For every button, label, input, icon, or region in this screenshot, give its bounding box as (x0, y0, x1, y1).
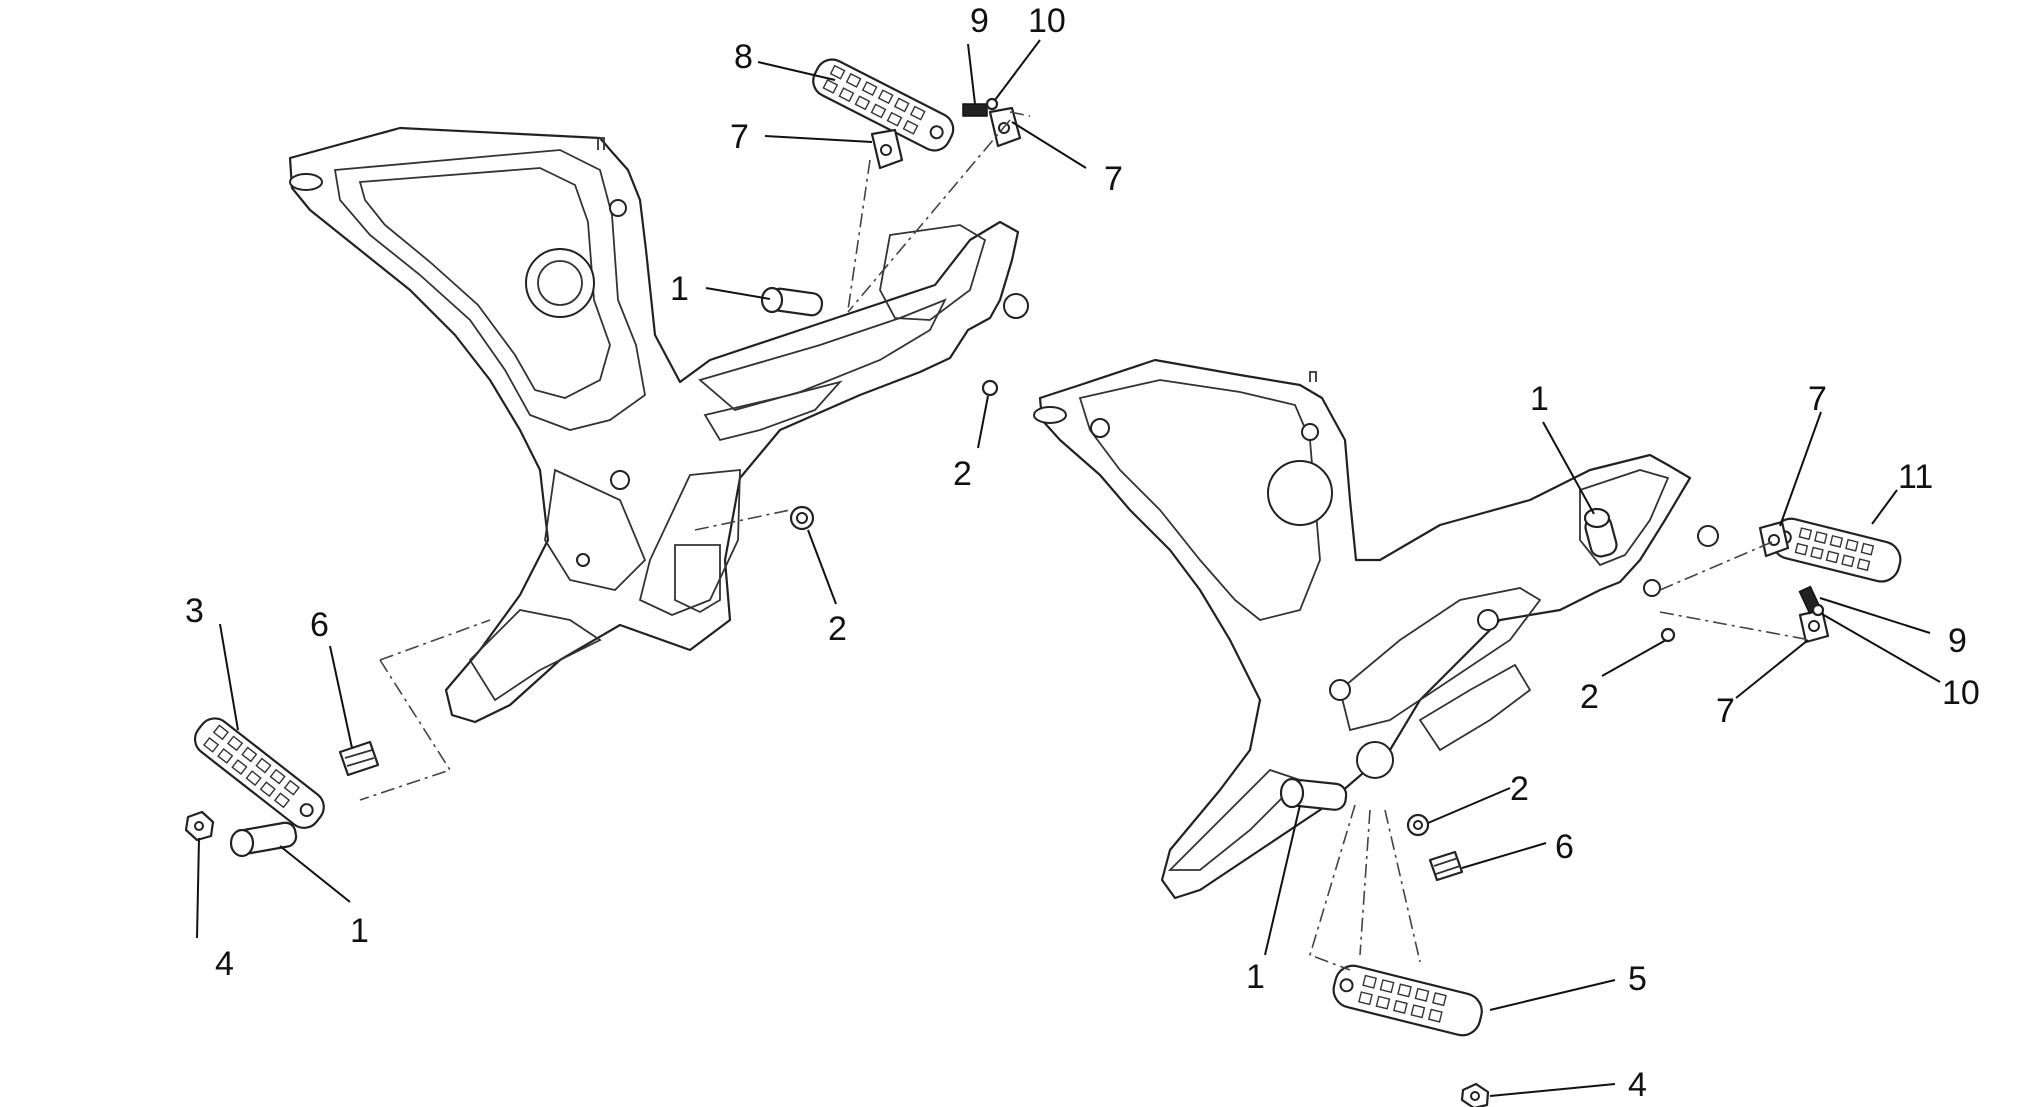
left-footrest-bracket (288, 126, 1029, 724)
callout-right-9: 9 (1948, 622, 1967, 660)
footpeg-3 (193, 717, 325, 829)
callout-left-7-a: 7 (730, 118, 749, 156)
assembly-centerlines (359, 111, 1811, 971)
pin-1-left-bottom (229, 821, 298, 858)
callout-right-2-upper: 2 (1580, 678, 1599, 716)
circlip-2-left-upper (981, 379, 999, 397)
spacer-7-right-bottom (1798, 608, 1830, 644)
callout-right-7-bottom: 7 (1716, 692, 1735, 730)
spring-9-left (962, 103, 988, 117)
circlip-2-left-lower (789, 505, 815, 531)
ball-10-left (985, 97, 999, 111)
callout-left-2-upper: 2 (953, 455, 972, 493)
nut-4-right (1460, 1082, 1490, 1107)
footpeg-11 (1771, 517, 1902, 583)
callout-left-4: 4 (215, 945, 234, 983)
callout-left-1-top: 1 (670, 270, 689, 308)
callout-right-11: 11 (1898, 458, 1933, 496)
circlip-2-right-lower (1406, 813, 1430, 837)
callout-left-7-b: 7 (1104, 160, 1123, 198)
pin-1-right-bottom (1279, 777, 1348, 811)
callout-left-10: 10 (1028, 2, 1066, 40)
footpeg-8 (812, 58, 955, 152)
torsion-spring-6-right (1428, 850, 1464, 882)
callout-left-9: 9 (970, 2, 989, 40)
callout-right-5: 5 (1628, 960, 1647, 998)
torsion-spring-6-left (338, 740, 380, 777)
callout-right-4: 4 (1628, 1066, 1647, 1104)
callout-left-8: 8 (734, 38, 753, 76)
nut-4-left (184, 810, 215, 842)
callout-right-7-top: 7 (1808, 380, 1827, 418)
circlip-2-right-upper (1660, 627, 1676, 643)
pin-1-left-top (760, 286, 824, 317)
callout-left-1-bottom: 1 (350, 912, 369, 950)
callout-labels: 1 2 2 3 4 1 6 7 7 8 9 10 1 7 11 9 10 7 2… (185, 2, 1980, 1104)
pin-1-right-top (1583, 507, 1618, 558)
callout-right-6: 6 (1555, 828, 1574, 866)
callout-right-2-lower: 2 (1510, 770, 1529, 808)
callout-right-1-bottom: 1 (1246, 958, 1265, 996)
callout-left-2-lower: 2 (828, 610, 847, 648)
callout-right-10: 10 (1942, 674, 1980, 712)
footpeg-5 (1332, 964, 1483, 1037)
leader-lines (196, 39, 1941, 1097)
callout-left-3: 3 (185, 592, 204, 630)
callout-left-6: 6 (310, 606, 329, 644)
spacer-7-left-a (870, 128, 904, 170)
right-footrest-bracket (1033, 358, 1719, 900)
callout-right-1-top: 1 (1530, 380, 1549, 418)
grip-pattern (822, 64, 926, 135)
ball-10-right (1811, 603, 1825, 617)
